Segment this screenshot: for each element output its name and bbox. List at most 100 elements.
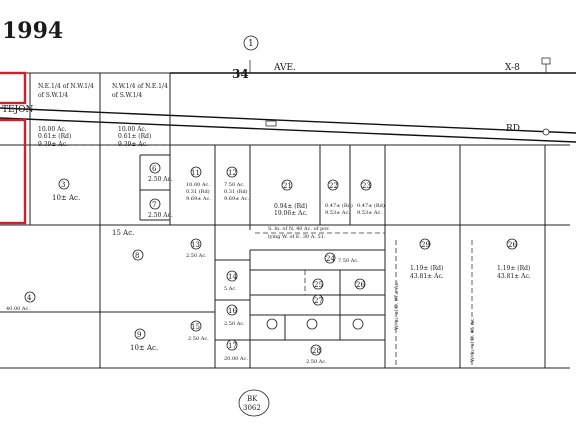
svg-text:28: 28	[312, 347, 321, 355]
svg-text:9.69± Ac.: 9.69± Ac.	[186, 196, 211, 202]
svg-text:4: 4	[27, 294, 32, 302]
rd-label: RD.	[506, 124, 523, 134]
svg-text:3: 3	[61, 181, 65, 189]
svg-text:1.19± (Rd): 1.19± (Rd)	[497, 265, 530, 272]
svg-text:1.19± (Rd): 1.19± (Rd)	[410, 265, 443, 272]
parcel-14: 15 2.50 Ac.	[188, 320, 209, 342]
tejon-label: TEJON	[2, 105, 34, 115]
acres-10a: 10.00 Ac.	[38, 126, 67, 133]
map-year: 1994	[2, 18, 63, 44]
svg-text:7.50 Ac.: 7.50 Ac.	[224, 182, 245, 188]
svg-text:0.31 (Rd): 0.31 (Rd)	[186, 188, 210, 195]
svg-text:2.50 Ac.: 2.50 Ac.	[148, 176, 173, 183]
tejon-road: TEJON RD.	[0, 105, 576, 143]
parcel-7: 7 2.50 Ac.	[148, 198, 173, 219]
parcel-29	[352, 318, 364, 330]
svg-text:17: 17	[228, 342, 237, 350]
svg-text:40.00 Ac.: 40.00 Ac.	[6, 306, 30, 312]
w-ln-note-25: W. ln. of E. 45 Ac.	[470, 317, 476, 362]
svg-text:0.94± (Rd): 0.94± (Rd)	[274, 203, 307, 210]
parcel-boundaries	[0, 72, 570, 369]
svg-text:10.00 Ac.: 10.00 Ac.	[186, 182, 210, 188]
parcel-23: 27	[312, 294, 324, 306]
note-of-sw-1: of S.W.1/4	[38, 92, 68, 99]
svg-text:7.50 Ac.: 7.50 Ac.	[338, 258, 359, 264]
svg-text:15: 15	[191, 323, 200, 331]
parcel-26: 4 29 29 4 4 4 4 29 29 29 29 29 4 4 29 29…	[497, 238, 531, 280]
note-nw-ne: N.W.1/4 of N.E.1/4	[112, 83, 168, 90]
svg-text:2.50 Ac.: 2.50 Ac.	[224, 321, 245, 327]
svg-text:14: 14	[228, 273, 237, 281]
parcel-15: 16 2.50 Ac.	[224, 304, 245, 327]
s-line-note-2: lying W. of E. 30 A. 51.	[268, 234, 326, 240]
s-line-note-1: S. ln. of N. 40 Ac. of por.	[268, 226, 330, 232]
svg-text:11: 11	[191, 169, 200, 177]
acres-10b-rd: 0.61± (Rd)	[118, 133, 151, 140]
parcel-9: 9 10± Ac.	[130, 328, 158, 352]
book-prefix: BK	[247, 395, 258, 403]
svg-text:9.53± Ac.: 9.53± Ac.	[325, 210, 350, 216]
top-avenue-road: 34 AVE. X-8	[170, 57, 576, 81]
top-circle-marker: 1	[243, 35, 259, 51]
svg-text:2.50 Ac.: 2.50 Ac.	[186, 253, 207, 259]
ave-suffix: AVE.	[273, 63, 296, 73]
svg-text:2.50 Ac.: 2.50 Ac.	[148, 212, 173, 219]
svg-text:22: 22	[329, 182, 338, 190]
svg-text:25: 25	[314, 281, 323, 289]
svg-text:9: 9	[137, 331, 141, 339]
svg-text:16: 16	[228, 307, 237, 315]
highlighted-parcel	[0, 71, 27, 225]
parcel-16: 17 20.00 Ac.	[224, 339, 248, 362]
svg-text:0.47± (Rd): 0.47± (Rd)	[357, 202, 385, 209]
parcel-26-circle-number: 26	[508, 241, 517, 249]
parcel-27	[266, 318, 278, 330]
book-marker: BK 3062	[238, 389, 270, 417]
parcel-24: 28 2.50 Ac.	[306, 344, 327, 365]
svg-text:29: 29	[421, 241, 430, 249]
acres-10b-net: 9.39± Ac.	[118, 141, 148, 148]
svg-text:9.69± Ac.: 9.69± Ac.	[224, 196, 249, 202]
acres-10b: 10.00 Ac.	[118, 126, 147, 133]
parcel-13: 14 5 Ac.	[224, 270, 237, 292]
svg-text:26: 26	[356, 281, 365, 289]
svg-text:27: 27	[314, 297, 323, 305]
note-of-sw-2: of S.W.1/4	[112, 92, 142, 99]
note-ne-nw: N.E.1/4 of N.W.1/4	[38, 83, 94, 90]
svg-text:0.47± (Rd): 0.47± (Rd)	[325, 202, 353, 209]
parcel-3: 3 10± Ac.	[52, 178, 80, 202]
parcel-4: 4 40.00 Ac.	[6, 291, 36, 312]
svg-text:21: 21	[283, 182, 292, 190]
parcel-18: 22 0.47± (Rd) 9.53± Ac.	[325, 179, 353, 216]
svg-text:8: 8	[135, 252, 139, 260]
ave-route: X-8	[505, 63, 520, 73]
svg-text:43.81± Ac.: 43.81± Ac.	[410, 273, 444, 280]
svg-text:24: 24	[326, 255, 335, 263]
parcel-21: 25	[312, 278, 324, 290]
acres-10a-rd: 0.61± (Rd)	[38, 133, 71, 140]
parcel-20: 24 7.50 Ac.	[324, 252, 359, 264]
svg-text:9.53± Ac.: 9.53± Ac.	[357, 210, 382, 216]
svg-text:7: 7	[152, 201, 156, 209]
top-circle-number: 1	[248, 39, 254, 49]
parcel-6: 6 2.50 Ac.	[148, 162, 173, 183]
parcel-8: 8 15 Ac.	[112, 229, 144, 261]
svg-text:19.06± Ac.: 19.06± Ac.	[274, 210, 308, 217]
svg-text:23: 23	[362, 182, 371, 190]
ave-number: 34	[232, 67, 249, 81]
svg-text:6: 6	[152, 165, 157, 173]
svg-text:2.50 Ac.: 2.50 Ac.	[188, 336, 209, 342]
svg-text:0.31 (Rd): 0.31 (Rd)	[224, 188, 248, 195]
parcel-11: 12 7.50 Ac. 0.31 (Rd) 9.69± Ac.	[224, 166, 249, 202]
parcel-10: 11 10.00 Ac. 0.31 (Rd) 9.69± Ac.	[186, 166, 211, 202]
parcel-19: 23 0.47± (Rd) 9.53± Ac.	[357, 179, 385, 216]
parcel-22: 26	[354, 278, 365, 290]
w-ln-note-mid: W. ln. of E. 97± Ac.	[394, 281, 400, 330]
book-number: 3062	[243, 404, 261, 412]
svg-text:43.81± Ac.: 43.81± Ac.	[497, 273, 531, 280]
parcel-17: 21 0.94± (Rd) 19.06± Ac.	[274, 179, 308, 217]
parcel-12: 13 2.50 Ac.	[186, 238, 207, 259]
svg-text:12: 12	[228, 169, 237, 177]
parcel-25: 28 29 1.19± (Rd) 43.81± Ac.	[410, 238, 444, 280]
parcel-28	[306, 318, 318, 330]
